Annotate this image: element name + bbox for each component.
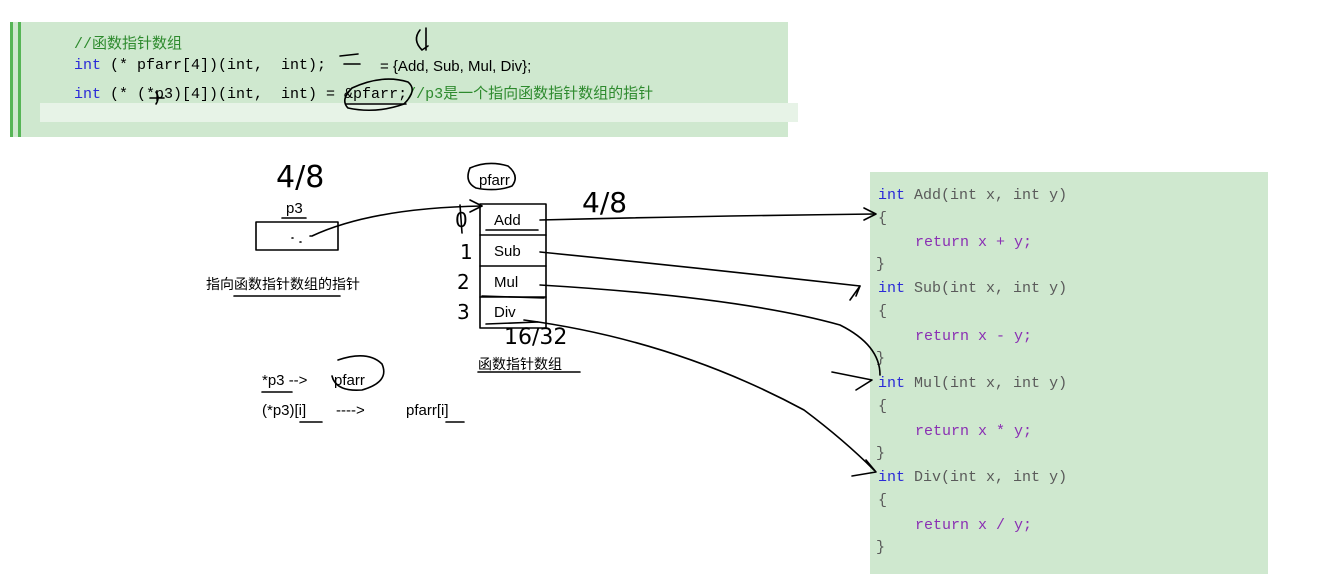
right-code-panel: int Add(int x, int y) { return x + y; } …	[870, 172, 1268, 574]
pfarr-label: pfarr	[479, 172, 510, 189]
function-params: (int x, int y)	[941, 280, 1068, 297]
p3-box	[255, 221, 339, 251]
function-body-div: return x / y;	[915, 517, 1032, 534]
array-cell-div: Div	[494, 304, 516, 321]
return-statement: return x + y;	[915, 234, 1033, 251]
equiv-line2-arrow: ---->	[336, 402, 365, 419]
gutter-bar	[18, 22, 21, 137]
code-text: (* (*p3)[4])(int, int) = &pfarr;	[101, 86, 408, 103]
keyword: int	[74, 86, 102, 103]
close-brace: }	[876, 539, 886, 556]
function-body-add: return x + y;	[915, 234, 1032, 251]
function-signature-mul: int Mul(int x, int y)	[878, 375, 1067, 392]
equiv-line1-left: *p3 -->	[262, 372, 308, 389]
open-brace: {	[878, 398, 888, 415]
size-note-p3: 4/8	[276, 160, 325, 195]
code-comment-line: //函数指针数组	[74, 36, 183, 53]
array-caption: 函数指针数组	[478, 356, 562, 372]
function-name: Mul	[914, 375, 942, 392]
array-cell-mul: Mul	[494, 274, 519, 291]
function-signature-div: int Div(int x, int y)	[878, 469, 1067, 486]
keyword: int	[878, 187, 906, 204]
current-line-highlight	[40, 103, 798, 122]
function-body-mul: return x * y;	[915, 423, 1032, 440]
open-brace: {	[878, 303, 888, 320]
function-name: Add	[914, 187, 942, 204]
function-body-sub: return x - y;	[915, 328, 1032, 345]
handwritten-initializer: = {Add, Sub, Mul, Div};	[380, 58, 532, 75]
p3-caption: 指向函数指针数组的指针	[206, 276, 360, 292]
function-signature-add: int Add(int x, int y)	[878, 187, 1067, 204]
equiv-line2-right: pfarr[i]	[406, 402, 449, 419]
keyword: int	[878, 469, 906, 486]
code-text: (* pfarr[4])(int, int);	[101, 57, 327, 74]
keyword: int	[878, 375, 906, 392]
array-index-2: 2	[457, 270, 470, 294]
p3-label: p3	[286, 200, 303, 217]
function-name: Div	[914, 469, 942, 486]
circle-pfarr-ref	[344, 78, 413, 112]
code-comment: //p3是一个指向函数指针数组的指针	[407, 86, 654, 103]
top-code-panel: //函数指针数组 int (* pfarr[4])(int, int); = {…	[10, 22, 798, 137]
check-mark	[415, 27, 429, 51]
array-cell-sub: Sub	[494, 243, 521, 260]
dash-mark	[339, 53, 361, 65]
equiv-line1-right: pfarr	[334, 372, 365, 389]
array-index-1: 1	[460, 240, 473, 264]
gutter-bar	[10, 22, 13, 137]
code-line-p3: int (* (*p3)[4])(int, int) = &pfarr;//p3…	[74, 82, 653, 103]
return-statement: return x - y;	[915, 328, 1033, 345]
function-name: Sub	[914, 280, 942, 297]
close-brace: }	[876, 256, 886, 273]
keyword: int	[74, 57, 102, 74]
array-index-3: 3	[457, 300, 470, 324]
size-note-cell: 4/8	[582, 186, 628, 219]
open-brace: {	[878, 492, 888, 509]
keyword: int	[878, 280, 906, 297]
array-cell-add: Add	[494, 212, 521, 229]
close-brace: }	[876, 445, 886, 462]
function-params: (int x, int y)	[941, 187, 1068, 204]
open-brace: {	[878, 210, 888, 227]
function-signature-sub: int Sub(int x, int y)	[878, 280, 1067, 297]
return-statement: return x / y;	[915, 517, 1033, 534]
function-params: (int x, int y)	[941, 375, 1068, 392]
close-brace: }	[876, 350, 886, 367]
function-params: (int x, int y)	[941, 469, 1068, 486]
underline-p3	[149, 91, 165, 105]
return-statement: return x * y;	[915, 423, 1033, 440]
code-line-pfarr: int (* pfarr[4])(int, int);	[74, 57, 326, 74]
size-note-array: 16/32	[504, 325, 568, 350]
equiv-line2-left: (*p3)[i]	[262, 402, 307, 419]
